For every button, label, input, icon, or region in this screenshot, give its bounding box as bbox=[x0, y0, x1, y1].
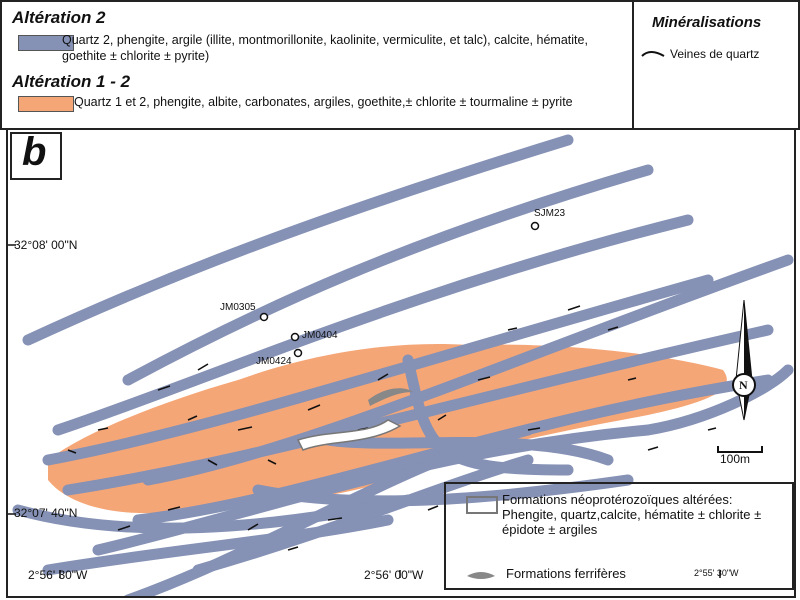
mineralisation-legend: Minéralisations Veines de quartz bbox=[632, 0, 800, 130]
sample-point-sjm23 bbox=[530, 221, 540, 231]
panel-label-box: b bbox=[10, 130, 62, 180]
longitude-label-3: 2°55' 30"W bbox=[694, 568, 739, 578]
longitude-label-1: 2°56' 30"W bbox=[28, 568, 88, 582]
sample-label-jm0305: JM0305 bbox=[220, 302, 256, 313]
neoproterozoic-formation bbox=[296, 419, 402, 451]
quartz-vein-icon bbox=[641, 51, 665, 57]
alteration-legend: Altération 2 Quartz 2, phengite, argile … bbox=[0, 0, 634, 130]
sample-point-jm0404 bbox=[290, 332, 300, 342]
sample-label-sjm23: SJM23 bbox=[534, 208, 566, 219]
alteration-2-title: Altération 2 bbox=[12, 8, 106, 27]
alteration-2-text: Quartz 2, phengite, argile (illite, mont… bbox=[62, 33, 588, 63]
longitude-ticks bbox=[59, 570, 721, 578]
ferriferous-formation bbox=[368, 388, 413, 406]
alteration-2-swatch bbox=[18, 35, 74, 51]
scale-bar bbox=[717, 446, 763, 453]
geological-map bbox=[8, 134, 794, 596]
ferriferous-label: Formations ferrifères bbox=[506, 566, 626, 581]
map-frame: b 32°08' 00"N 32°07' 40"N 2°56' 30"W 2°5… bbox=[6, 128, 796, 598]
alteration-1-2-swatch bbox=[18, 96, 74, 112]
alteration-1-2-text: Quartz 1 et 2, phengite, albite, carbona… bbox=[74, 95, 573, 109]
quartz-vein-label: Veines de quartz bbox=[670, 47, 760, 61]
longitude-label-2: 2°56' 00"W bbox=[364, 568, 424, 582]
mineralisation-title: Minéralisations bbox=[652, 14, 762, 31]
neoproterozoic-label: Formations néoprotérozoïques altérées: P… bbox=[502, 492, 762, 537]
sample-point-jm0424 bbox=[293, 348, 303, 358]
sample-point-jm0305 bbox=[259, 312, 269, 322]
north-arrow bbox=[732, 299, 756, 421]
scale-label: 100m bbox=[720, 452, 751, 466]
latitude-label-2: 32°07' 40"N bbox=[14, 506, 78, 520]
neoproterozoic-swatch bbox=[466, 496, 498, 514]
formations-legend: Formations néoprotérozoïques altérées: P… bbox=[444, 482, 794, 590]
sample-label-jm0404: JM0404 bbox=[302, 330, 338, 341]
latitude-label-1: 32°08' 00"N bbox=[14, 238, 78, 252]
north-label: N bbox=[739, 378, 748, 392]
latitude-ticks bbox=[8, 244, 16, 515]
ferriferous-icon bbox=[467, 572, 495, 579]
sample-label-jm0424: JM0424 bbox=[256, 356, 292, 367]
alteration-1-2-title: Altération 1 - 2 bbox=[12, 72, 131, 91]
panel-label: b bbox=[22, 130, 47, 174]
